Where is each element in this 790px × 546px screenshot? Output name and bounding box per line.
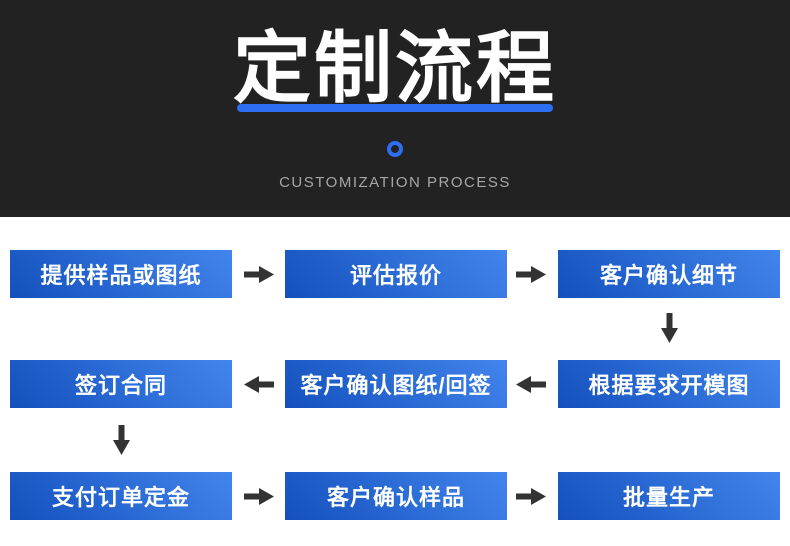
flow-step-customer-confirm-sample: 客户确认样品 [285,472,507,520]
arrow-right-icon [244,266,274,283]
arrow-down-icon [661,313,678,343]
arrow-right-icon [516,488,546,505]
page-subtitle: CUSTOMIZATION PROCESS [279,174,511,191]
flow-step-provide-sample-or-drawing: 提供样品或图纸 [10,250,232,298]
flow-step-make-mold-drawing: 根据要求开模图 [558,360,780,408]
ring-dot-icon [387,141,403,157]
arrow-left-icon [516,376,546,393]
flow-step-mass-production: 批量生产 [558,472,780,520]
header-banner: 定制流程 CUSTOMIZATION PROCESS [0,0,790,217]
arrow-right-icon [516,266,546,283]
arrow-down-icon [113,425,130,455]
flow-step-customer-confirm-details: 客户确认细节 [558,250,780,298]
arrow-right-icon [244,488,274,505]
flow-step-evaluate-quote: 评估报价 [285,250,507,298]
page-title: 定制流程 [232,24,557,112]
flow-step-sign-contract: 签订合同 [10,360,232,408]
title-underline-bar [237,104,553,112]
flow-step-pay-order-deposit: 支付订单定金 [10,472,232,520]
flow-step-customer-confirm-drawing-signback: 客户确认图纸/回签 [285,360,507,408]
arrow-left-icon [244,376,274,393]
